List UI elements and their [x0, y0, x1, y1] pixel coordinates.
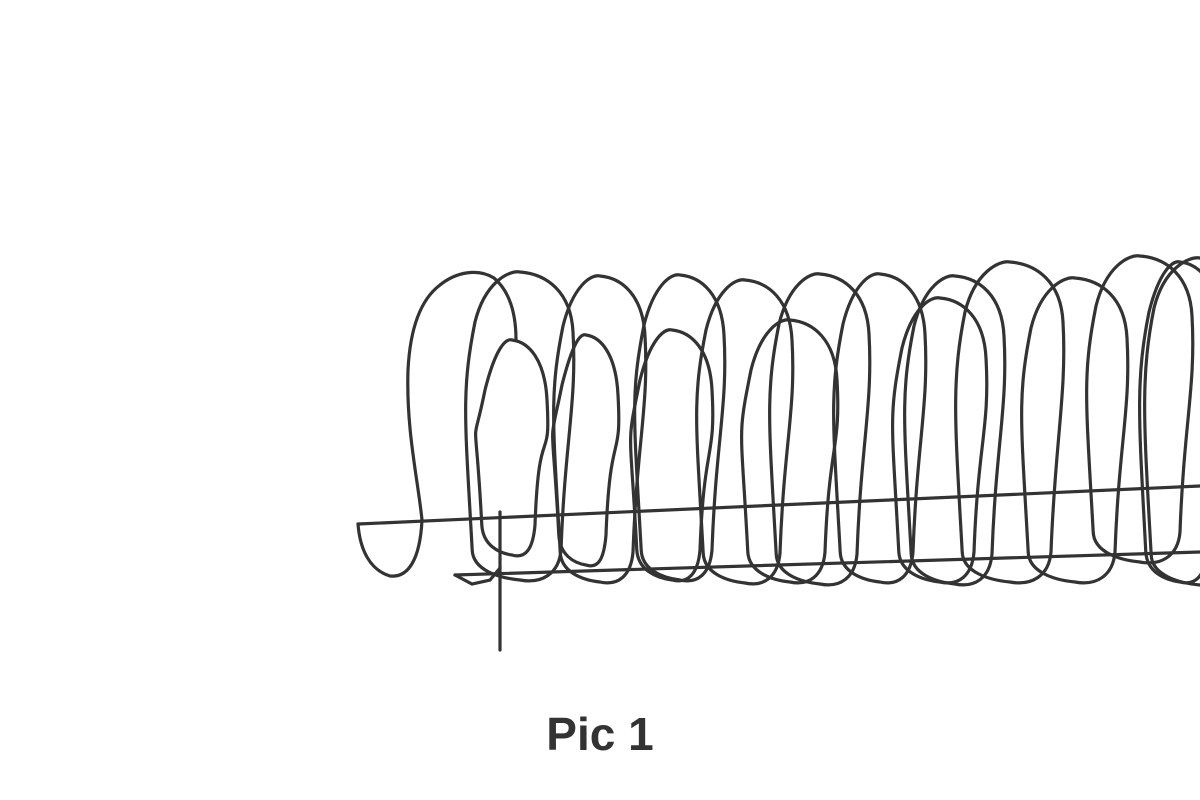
- spring-end-curl: [356, 518, 424, 578]
- spring-coil: [464, 270, 576, 583]
- spring-inner-coil: [891, 296, 989, 585]
- figure-caption: Pic 1: [546, 708, 654, 760]
- spring-coil: [954, 260, 1066, 585]
- spring-base-lines: [356, 484, 1200, 652]
- spring-inner-coil: [740, 318, 840, 585]
- spring-inner-coil: [474, 338, 550, 558]
- lower-line-end: [453, 566, 502, 586]
- spring-coil: [695, 278, 795, 586]
- lower-axis-line: [453, 550, 1200, 577]
- spring-coil: [1020, 276, 1130, 585]
- upper-axis-line: [356, 484, 1200, 526]
- spring-coil: [903, 274, 1007, 587]
- spring-coils: [356, 254, 1200, 587]
- spring-coil: [768, 272, 872, 587]
- spring-inner-coil: [1138, 260, 1200, 585]
- spring-inner-coil: [629, 328, 715, 583]
- spring-coil: [1143, 256, 1200, 587]
- spring-coil: [633, 273, 727, 583]
- spring-end-hook: [406, 270, 518, 522]
- spring-inner-coil: [551, 333, 621, 568]
